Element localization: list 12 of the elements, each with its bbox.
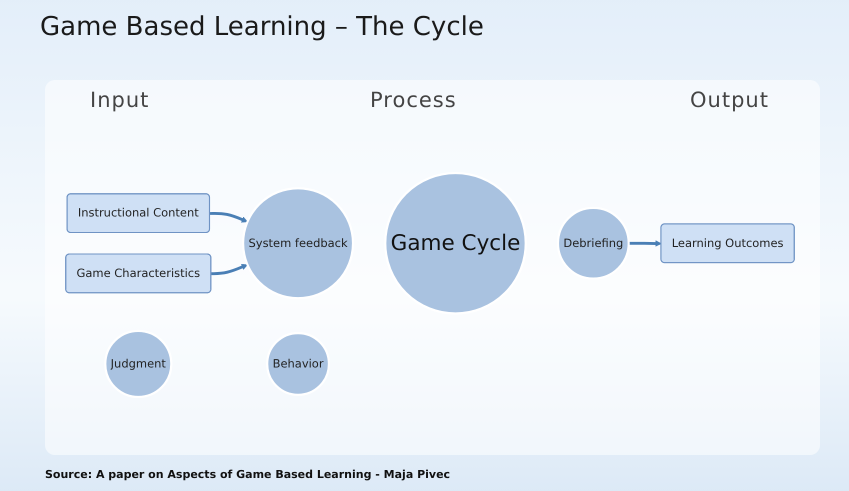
- node-circle: Game Cycle: [384, 172, 527, 315]
- column-heading: Output: [690, 88, 769, 112]
- node-circle: System feedback: [242, 187, 354, 300]
- arrow: [211, 264, 248, 276]
- arrow: [628, 240, 662, 247]
- node-circle: Behavior: [266, 332, 330, 396]
- column-heading: Input: [90, 88, 150, 112]
- title: Game Based Learning – The Cycle: [40, 12, 484, 42]
- column-heading: Process: [370, 88, 457, 112]
- node-circle: Debriefing: [556, 206, 630, 280]
- arrow: [210, 212, 248, 222]
- caption: Source: A paper on Aspects of Game Based Learning - Maja Pivec: [45, 468, 450, 481]
